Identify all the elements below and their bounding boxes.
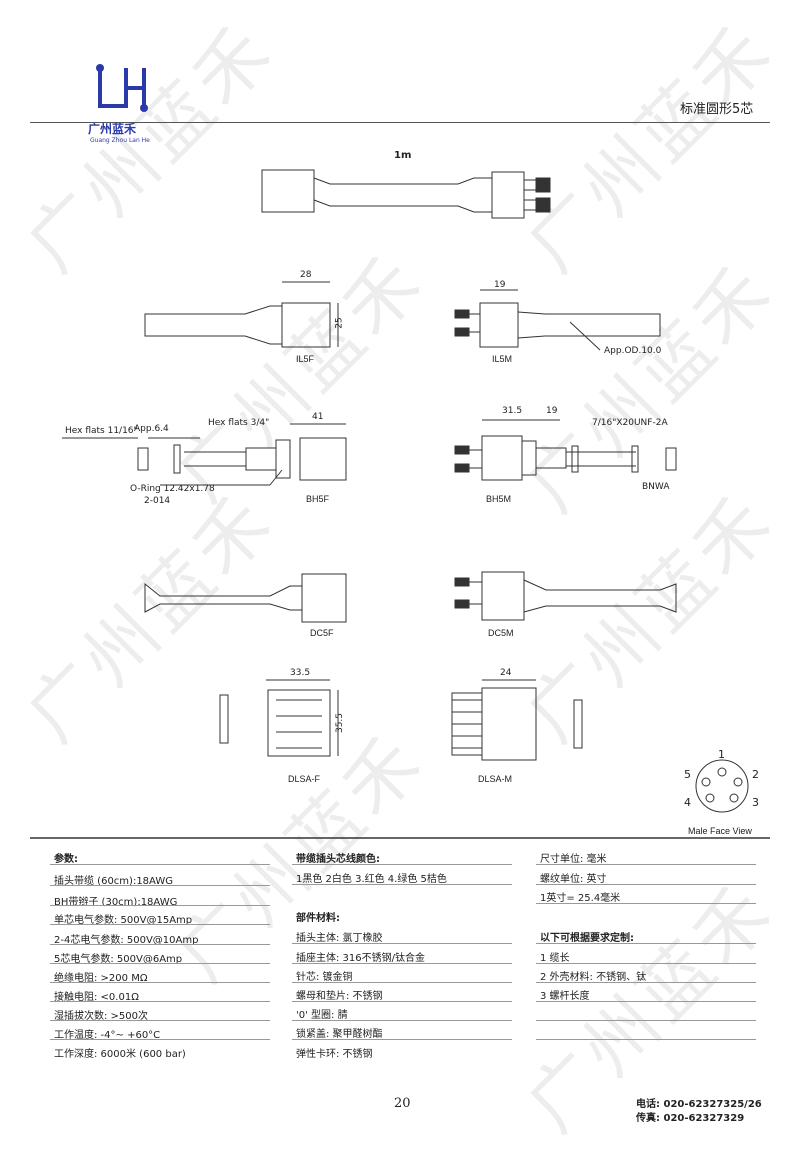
table-rule [536,1001,756,1002]
part-row: 弹性卡环: 不锈钢 [296,1049,373,1060]
label-dc5m: DC5M [488,628,514,638]
face-view-caption: Male Face View [688,826,752,836]
param-row: 插头带缆 (60cm):18AWG [54,876,173,887]
dim-bh5f-hex1: Hex flats 11/16" [65,426,138,436]
part-row: 插座主体: 316不锈钢/钛合金 [296,953,426,964]
page-number: 20 [394,1096,411,1111]
custom-row: 1 缆长 [540,953,570,964]
param-row: 工作温度: -4°~ +60°C [54,1030,161,1041]
page-title: 标准圆形5芯 [680,102,754,117]
company-logo: 广州蓝禾 Guang Zhou Lan He [84,62,164,144]
param-row: BH带辫子 (30cm):18AWG [54,897,178,908]
table-rule [536,943,756,944]
pin-label-1: 1 [718,748,725,761]
param-row: 接触电阻: <0.01Ω [54,992,139,1003]
label-bh5m: BH5M [486,494,512,504]
table-rule [536,1020,756,1021]
table-rule [292,1020,512,1021]
part-row: '0' 型圈: 腈 [296,1010,348,1021]
table-rule [50,924,270,925]
dim-bh5m-bnwa: BNWA [642,482,670,492]
unit-row: 尺寸单位: 毫米 [540,854,607,865]
table-rule [292,864,512,865]
table-rule [50,963,270,964]
table-rule [50,864,270,865]
parts-title: 部件材料: [296,913,340,924]
param-row: 湿插拔次数: >500次 [54,1011,149,1022]
label-il5m: IL5M [492,354,513,364]
pin-label-3: 3 [752,796,759,809]
table-rule [536,884,756,885]
part-row: 螺母和垫片: 不锈钢 [296,991,383,1002]
table-rule [292,1039,512,1040]
table-rule [50,1020,270,1021]
table-rule [292,963,512,964]
dim-dlsam-w: 24 [500,668,512,678]
table-rule [536,963,756,964]
logo-cn: 广州蓝禾 [88,122,137,136]
label-bh5f: BH5F [306,494,330,504]
pin-label-2: 2 [752,768,759,781]
dim-bh5f-oring-code: 2-014 [144,496,171,506]
dim-bh5f-width: 41 [312,412,324,422]
dim-il5f-width: 28 [300,270,312,280]
table-rule [536,903,756,904]
table-rule [536,982,756,983]
wire-color-title: 带缆插头芯线颜色: [296,854,380,865]
table-rule [536,864,756,865]
dim-dlsaf-w: 33.5 [290,668,311,678]
dim-bh5f-app: App.6.4 [134,424,169,434]
logo-en: Guang Zhou Lan He [90,137,150,144]
label-dlsam: DLSA-M [478,774,513,784]
dim-bh5m-thread: 7/16"X20UNF-2A [592,418,668,428]
unit-row: 1英寸= 25.4毫米 [540,893,621,904]
table-rule [50,982,270,983]
table-rule [292,884,512,885]
dim-il5m-width: 19 [494,280,506,290]
footer-phone: 电话: 020-62327325/26 [636,1099,762,1110]
unit-row: 螺纹单位: 英寸 [540,874,607,885]
param-row: 单芯电气参数: 500V@15Amp [54,915,193,926]
table-rule [50,1039,270,1040]
part-row: 锁紧盖: 聚甲醛树酯 [296,1029,383,1040]
table-rule [536,1039,756,1040]
table-rule [50,1001,270,1002]
part-row: 针芯: 镀金铜 [296,972,353,983]
param-row: 绝缘电阻: >200 MΩ [54,973,148,984]
dim-il5f-height: 25 [334,317,345,329]
table-rule [292,1001,512,1002]
footer-fax: 传真: 020-62327329 [636,1113,745,1124]
custom-title: 以下可根据要求定制: [540,933,634,944]
header-rule [30,122,770,123]
param-row: 2-4芯电气参数: 500V@10Amp [54,935,199,946]
params-title: 参数: [54,854,78,865]
dim-bh5f-hex2: Hex flats 3/4" [208,418,270,428]
dim-bh5f-oring: O-Ring 12.42x1.78 [130,484,215,494]
dim-bh5m-w1: 31.5 [502,406,523,416]
table-rule [292,982,512,983]
custom-row: 3 螺杆长度 [540,991,590,1002]
dim-bh5m-w2: 19 [546,406,558,416]
dim-il5m-app: App.OD.10.0 [604,346,662,356]
wire-colors: 1黑色 2白色 3.红色 4.绿色 5桔色 [296,874,447,885]
table-rule [292,943,512,944]
label-dc5f: DC5F [310,628,334,638]
param-row: 工作深度: 6000米 (600 bar) [54,1049,186,1060]
custom-row: 2 外壳材料: 不锈钢、钛 [540,972,647,983]
table-rule [50,905,270,906]
table-rule [50,944,270,945]
param-row: 5芯电气参数: 500V@6Amp [54,954,183,965]
length-label: 1m [394,150,412,161]
pin-label-4: 4 [684,796,691,809]
table-rule [50,885,270,886]
dim-dlsaf-h: 35.5 [335,712,346,734]
label-dlsaf: DLSA-F [288,774,321,784]
pin-label-5: 5 [684,768,691,781]
part-row: 插头主体: 氯丁橡胶 [296,933,383,944]
label-il5f: IL5F [296,354,315,364]
